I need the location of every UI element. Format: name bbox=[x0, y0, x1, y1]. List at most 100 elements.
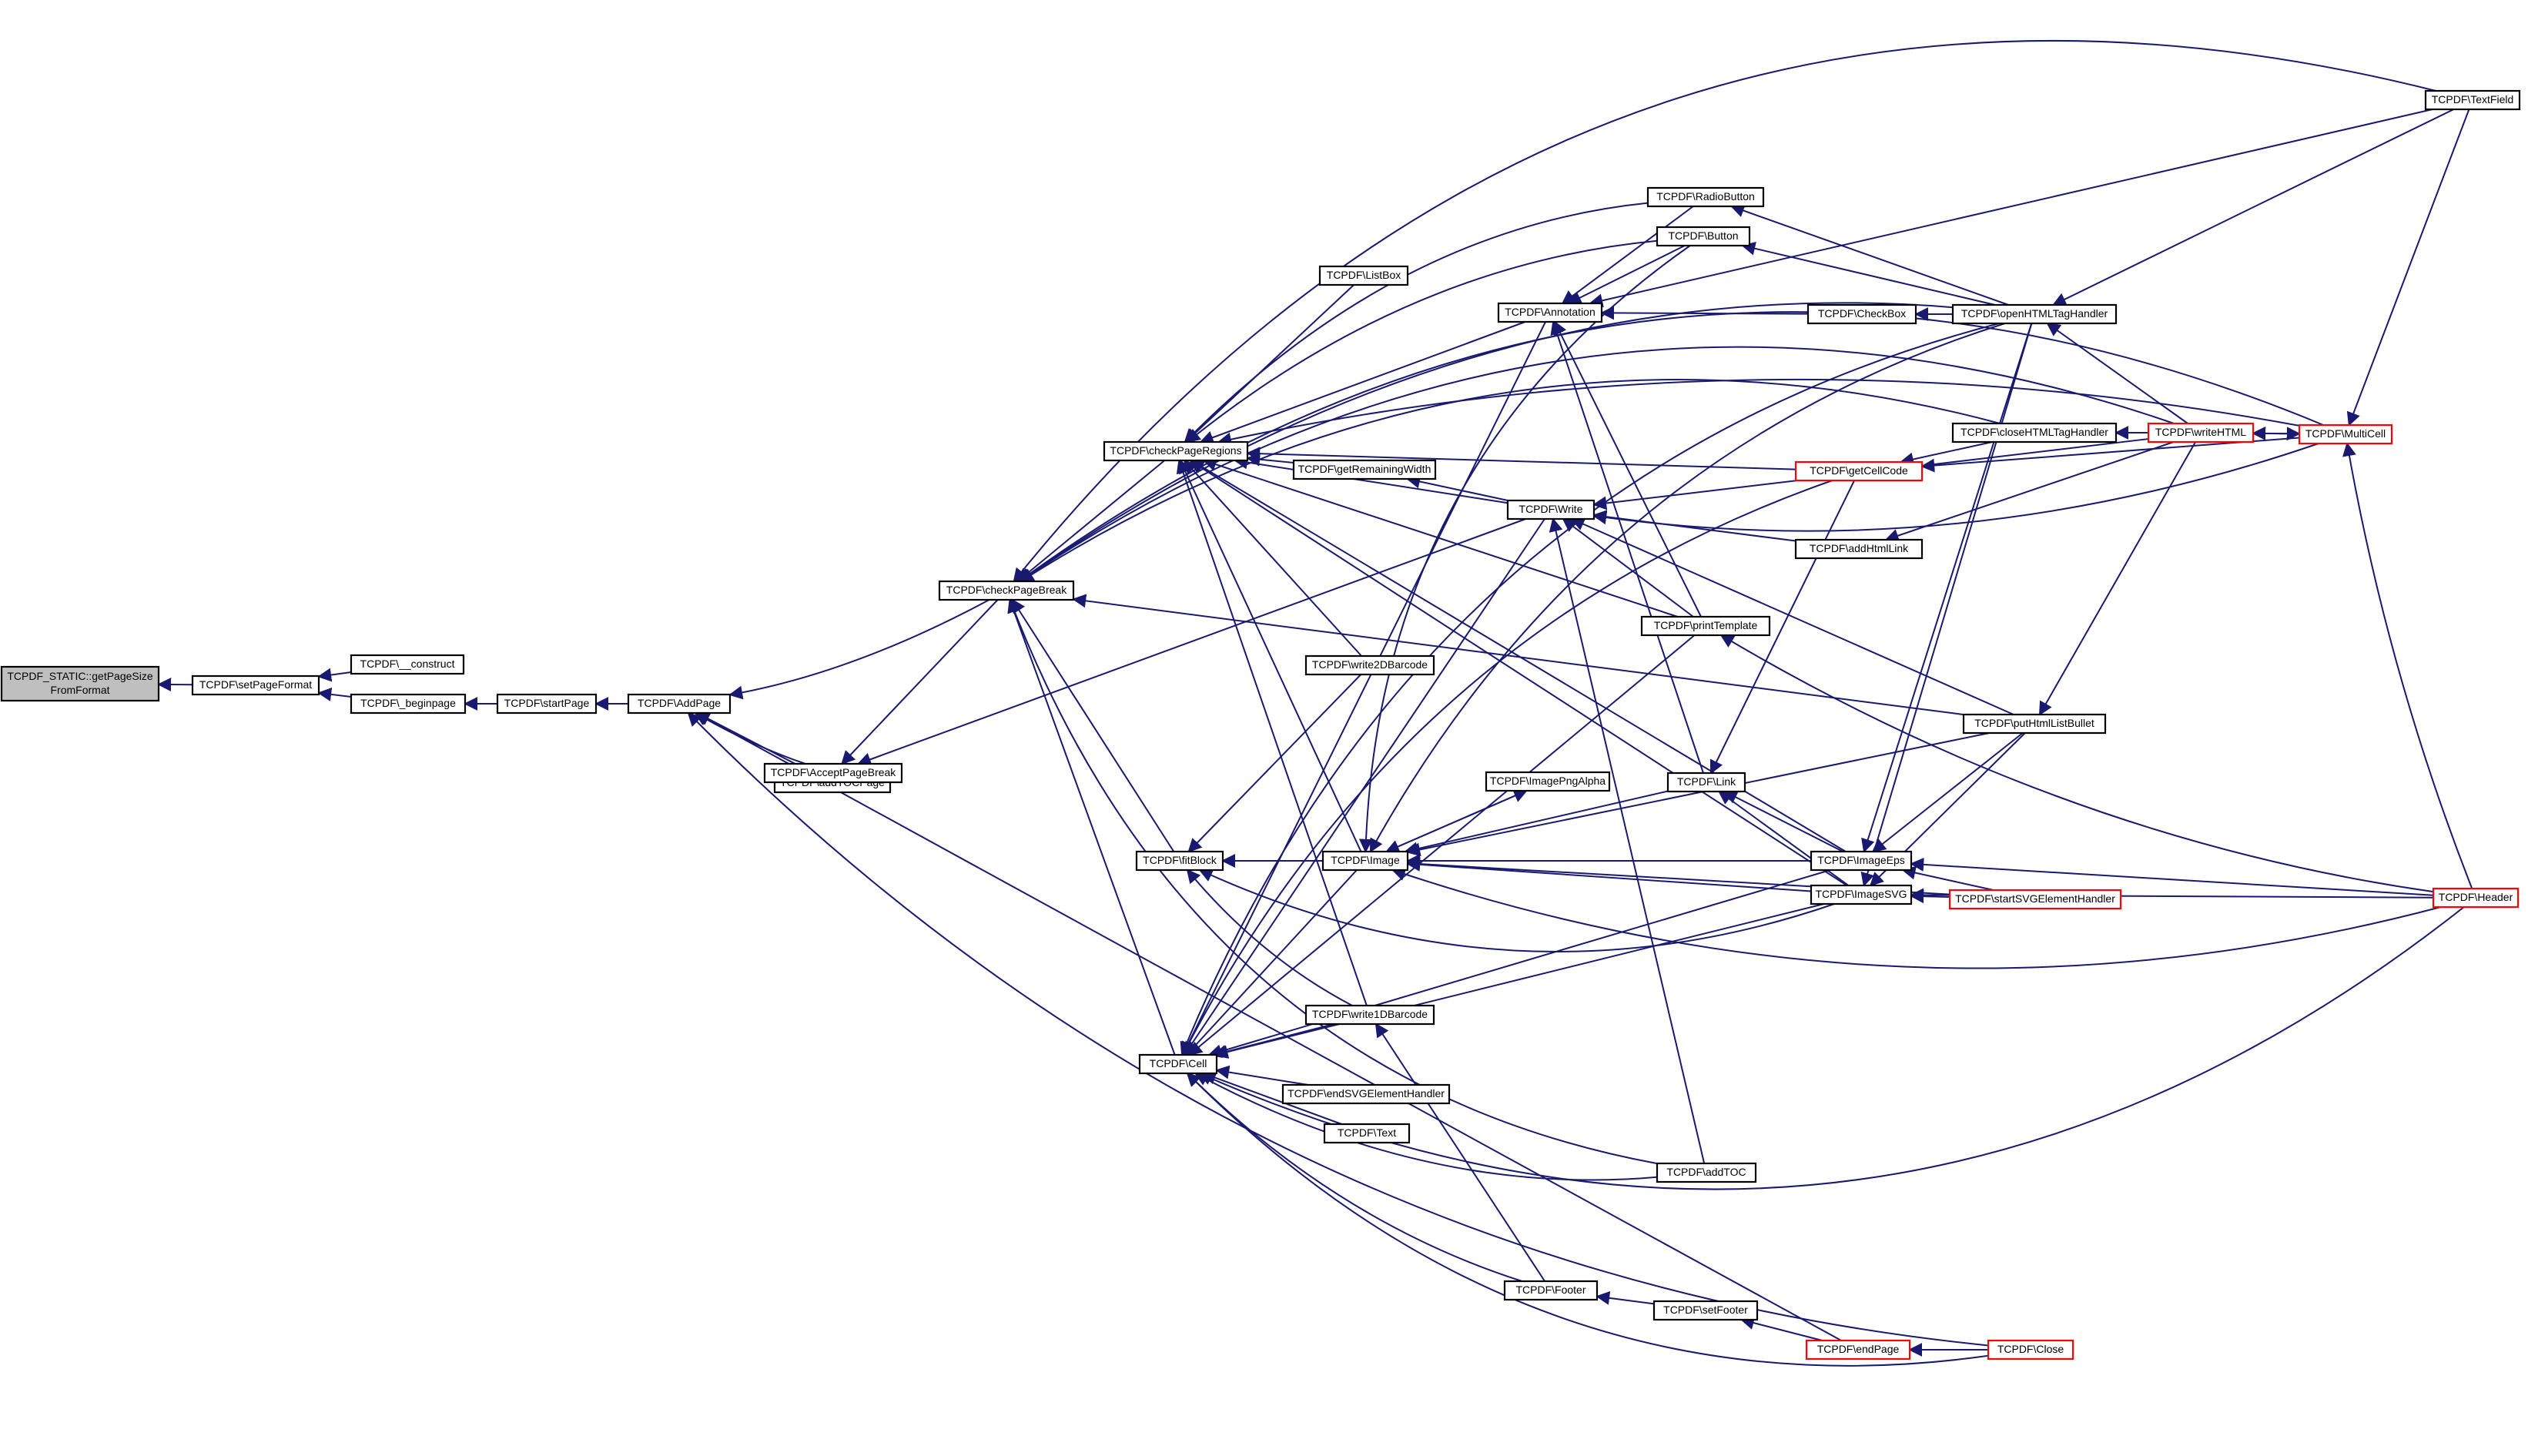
edge-AddPage-checkPageBreak bbox=[728, 599, 990, 700]
node-box bbox=[1503, 1280, 1599, 1301]
node-addTOC[interactable]: TCPDF\addTOC bbox=[1656, 1162, 1757, 1183]
node-label: TCPDF\closeHTMLTagHandler bbox=[1960, 426, 2108, 438]
node-label: TCPDF\TextField bbox=[2432, 93, 2514, 105]
edge-checkPageRegions-write2DBarcode bbox=[1183, 459, 1362, 657]
node-box bbox=[350, 654, 465, 675]
node-write1DBarcode[interactable]: TCPDF\write1DBarcode bbox=[1304, 1004, 1435, 1026]
node-box bbox=[496, 693, 598, 715]
node-construct[interactable]: TCPDF\__construct bbox=[350, 654, 465, 675]
edge-AddPage-endPage bbox=[695, 712, 1842, 1341]
edge-Cell-openHTMLTagHandler bbox=[1180, 323, 2000, 1056]
edge-checkPageRegions-ImageEps bbox=[1190, 460, 1847, 852]
node-AddPage[interactable]: TCPDF\AddPage bbox=[627, 693, 732, 715]
node-startSVGElementHandler[interactable]: TCPDF\startSVGElementHandler bbox=[1948, 889, 2122, 910]
node-AcceptPageBreak[interactable]: TCPDF\AcceptPageBreak bbox=[763, 762, 903, 784]
edge-addHtmlLink-writeHTML bbox=[1884, 441, 2175, 543]
edge-Cell-addTOC bbox=[1194, 1073, 1658, 1181]
node-getRemainingWidth[interactable]: TCPDF\getRemainingWidth bbox=[1292, 459, 1437, 480]
node-endSVGElementHandler[interactable]: TCPDF\endSVGElementHandler bbox=[1281, 1083, 1451, 1105]
node-Footer[interactable]: TCPDF\Footer bbox=[1503, 1280, 1599, 1301]
node-Image[interactable]: TCPDF\Image bbox=[1321, 850, 1409, 872]
node-beginpage[interactable]: TCPDF\_beginpage bbox=[350, 693, 467, 715]
node-write2DBarcode[interactable]: TCPDF\write2DBarcode bbox=[1304, 654, 1435, 676]
node-RadioButton[interactable]: TCPDF\RadioButton bbox=[1646, 186, 1765, 208]
edge-ImageEps-putHtmlListBullet bbox=[1871, 732, 2024, 853]
edge-checkPageRegions-ListBox bbox=[1184, 284, 1354, 443]
node-box bbox=[1506, 499, 1595, 520]
node-Write[interactable]: TCPDF\Write bbox=[1506, 499, 1595, 520]
node-label: TCPDF\setFooter bbox=[1663, 1304, 1748, 1316]
node-Button[interactable]: TCPDF\Button bbox=[1656, 226, 1751, 247]
node-fitBlock[interactable]: TCPDF\fitBlock bbox=[1135, 850, 1224, 872]
node-label: TCPDF\endSVGElementHandler bbox=[1287, 1087, 1445, 1100]
node-setFooter[interactable]: TCPDF\setFooter bbox=[1652, 1300, 1759, 1321]
edge-putHtmlListBullet-writeHTML bbox=[2038, 441, 2197, 716]
node-box bbox=[1323, 1123, 1411, 1144]
node-putHtmlListBullet[interactable]: TCPDF\putHtmlListBullet bbox=[1962, 713, 2107, 735]
node-startPage[interactable]: TCPDF\startPage bbox=[496, 693, 598, 715]
node-label: TCPDF\MultiCell bbox=[2305, 427, 2386, 440]
edge-Cell-Annotation bbox=[1182, 321, 1546, 1056]
node-MultiCell[interactable]: TCPDF\MultiCell bbox=[2298, 423, 2393, 445]
node-label: TCPDF\RadioButton bbox=[1656, 190, 1755, 203]
node-addHtmlLink[interactable]: TCPDF\addHtmlLink bbox=[1794, 538, 1924, 560]
node-ListBox[interactable]: TCPDF\ListBox bbox=[1318, 265, 1409, 286]
edge-Annotation-Link bbox=[1550, 320, 1704, 774]
node-label: TCPDF\getCellCode bbox=[1810, 464, 1908, 477]
node-box bbox=[1948, 889, 2122, 910]
node-label: TCPDF\ImagePngAlpha bbox=[1490, 775, 1606, 787]
node-writeHTML[interactable]: TCPDF\writeHTML bbox=[2147, 422, 2255, 443]
node-checkPageRegions[interactable]: TCPDF\checkPageRegions bbox=[1103, 440, 1249, 462]
edge-checkPageRegions-Annotation bbox=[1199, 321, 1525, 444]
node-checkPageBreak[interactable]: TCPDF\checkPageBreak bbox=[938, 580, 1075, 601]
edge-Cell-endSVGElementHandler bbox=[1215, 1065, 1309, 1086]
node-closeHTMLTagHandler[interactable]: TCPDF\closeHTMLTagHandler bbox=[1951, 422, 2118, 443]
edge-Write-addTOC bbox=[1549, 517, 1706, 1164]
node-label: TCPDF\getRemainingWidth bbox=[1298, 463, 1431, 475]
node-label: TCPDF\write2DBarcode bbox=[1312, 658, 1428, 671]
edge-ImageEps-openHTMLTagHandler bbox=[1861, 323, 2033, 853]
node-getCellCode[interactable]: TCPDF\getCellCode bbox=[1794, 460, 1924, 482]
node-label: TCPDF\write1DBarcode bbox=[1312, 1008, 1428, 1020]
edge-Button-openHTMLTagHandler bbox=[1741, 241, 1996, 306]
node-ImageSVG[interactable]: TCPDF\ImageSVG bbox=[1810, 884, 1913, 905]
edge-getRemainingWidth-Write bbox=[1406, 474, 1508, 501]
edge-checkPageBreak-TextField bbox=[1013, 39, 2436, 583]
node-setPageFormat[interactable]: TCPDF\setPageFormat bbox=[191, 674, 320, 696]
node-TextField[interactable]: TCPDF\TextField bbox=[2424, 89, 2521, 111]
edge-fitBlock-ImageSVG bbox=[1198, 869, 1835, 952]
node-endPage[interactable]: TCPDF\endPage bbox=[1805, 1339, 1911, 1361]
node-CheckBox[interactable]: TCPDF\CheckBox bbox=[1806, 303, 1917, 325]
node-label: TCPDF\AddPage bbox=[638, 697, 721, 709]
edge-openHTMLTagHandler-writeHTML bbox=[2046, 322, 2188, 424]
node-label: TCPDF\Button bbox=[1668, 229, 1738, 242]
edge-setPageFormat-construct bbox=[317, 668, 352, 682]
node-ImagePngAlpha[interactable]: TCPDF\ImagePngAlpha bbox=[1485, 771, 1611, 792]
node-Text[interactable]: TCPDF\Text bbox=[1323, 1123, 1411, 1144]
node-openHTMLTagHandler[interactable]: TCPDF\openHTMLTagHandler bbox=[1951, 303, 2118, 325]
edge-Cell-Header bbox=[1197, 906, 2465, 1190]
edges-layer bbox=[157, 39, 2473, 1367]
node-label: TCPDF\startSVGElementHandler bbox=[1955, 892, 2115, 905]
edge-AddPage-Close bbox=[687, 711, 1989, 1347]
node-box bbox=[1646, 186, 1765, 208]
edge-AcceptPageBreak-checkPageBreak bbox=[841, 599, 999, 765]
node-box bbox=[1794, 538, 1924, 560]
node-ImageEps[interactable]: TCPDF\ImageEps bbox=[1810, 850, 1913, 872]
node-box bbox=[1951, 422, 2118, 443]
edge-ImageSVG-startSVGElementHandler bbox=[1910, 889, 1950, 904]
node-label: TCPDF\Footer bbox=[1515, 1284, 1585, 1296]
node-Header[interactable]: TCPDF\Header bbox=[2432, 887, 2520, 909]
node-box bbox=[1497, 302, 1603, 323]
node-Annotation[interactable]: TCPDF\Annotation bbox=[1497, 302, 1603, 323]
node-Link[interactable]: TCPDF\Link bbox=[1666, 772, 1746, 793]
edge-ImageEps-Header bbox=[1910, 857, 2434, 896]
node-Cell[interactable]: TCPDF\Cell bbox=[1138, 1053, 1218, 1075]
node-box bbox=[2424, 89, 2521, 111]
node-label: TCPDF\putHtmlListBullet bbox=[1974, 717, 2094, 729]
node-label: TCPDF\Text bbox=[1338, 1126, 1396, 1139]
node-printTemplate[interactable]: TCPDF\printTemplate bbox=[1640, 615, 1771, 637]
node-Close[interactable]: TCPDF\Close bbox=[1987, 1339, 2074, 1361]
